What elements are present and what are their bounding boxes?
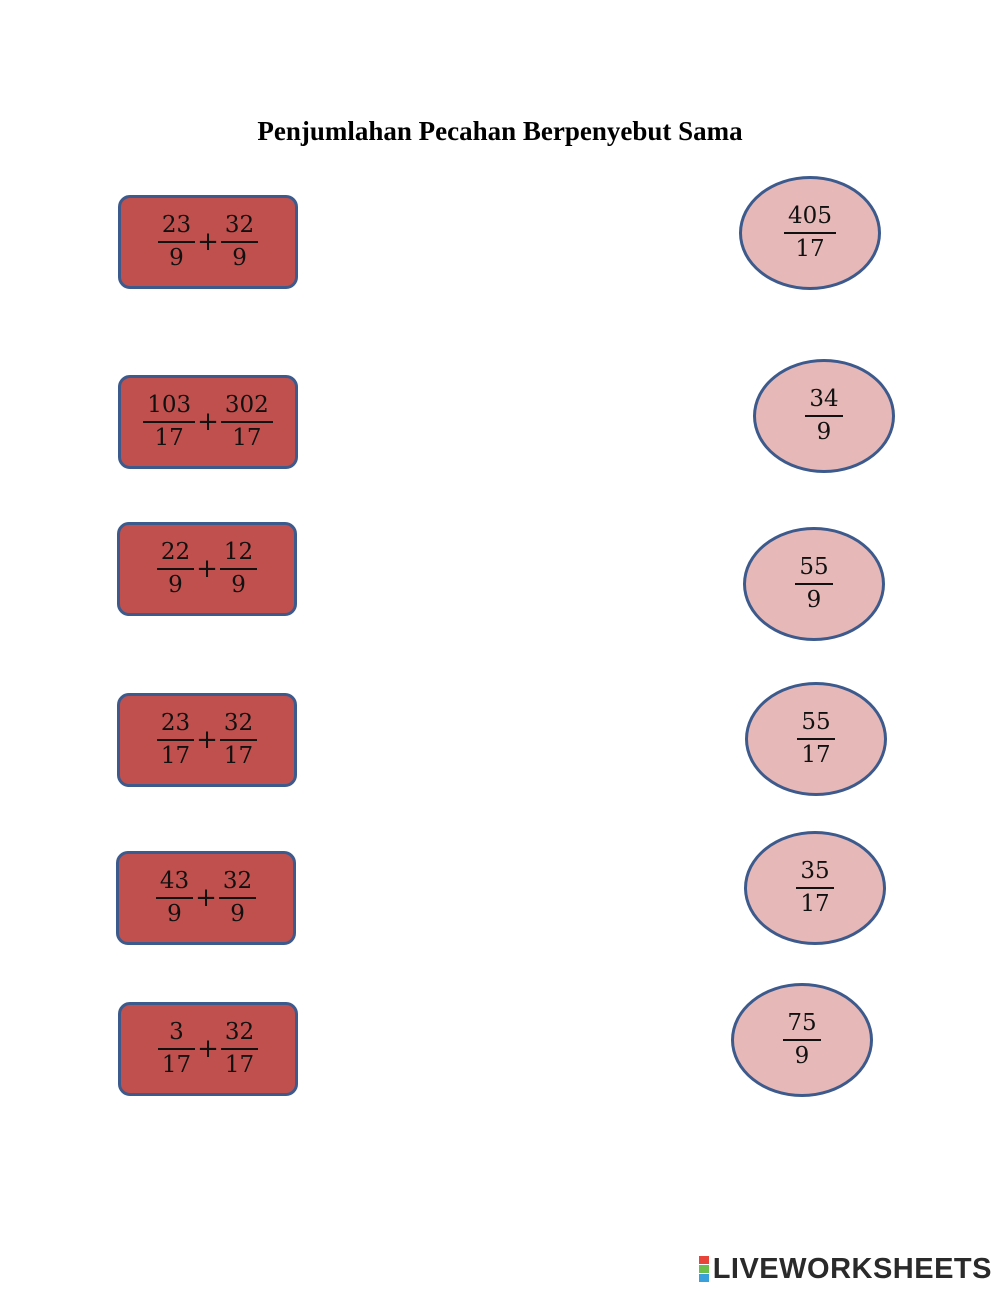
numerator: 32: [222, 868, 253, 894]
page-title: Penjumlahan Pecahan Berpenyebut Sama: [257, 116, 743, 146]
plus-sign: +: [195, 883, 217, 913]
denominator: 9: [156, 568, 195, 597]
liveworksheets-logo: LIVEWORKSHEETS: [698, 1252, 992, 1285]
denominator: 17: [143, 421, 196, 450]
numerator: 35: [800, 858, 830, 884]
plus-sign: +: [196, 554, 218, 584]
numerator: 32: [223, 710, 254, 736]
denominator: 9: [155, 897, 194, 926]
denominator: 17: [156, 739, 195, 768]
denominator: 9: [783, 1039, 821, 1068]
numerator: 55: [799, 554, 829, 580]
numerator: 32: [224, 212, 255, 238]
denominator: 17: [797, 738, 835, 767]
denominator: 17: [796, 887, 834, 916]
numerator: 23: [161, 212, 192, 238]
numerator: 12: [223, 539, 254, 565]
denominator: 17: [219, 739, 258, 768]
plus-sign: +: [196, 725, 218, 755]
numerator: 75: [787, 1010, 817, 1036]
denominator: 17: [157, 1048, 196, 1077]
numerator: 55: [801, 709, 831, 735]
numerator: 43: [159, 868, 190, 894]
denominator: 9: [157, 241, 196, 270]
numerator: 23: [160, 710, 191, 736]
denominator: 9: [219, 568, 258, 597]
denominator: 9: [220, 241, 259, 270]
numerator: 34: [809, 386, 839, 412]
denominator: 9: [795, 583, 833, 612]
liveworksheets-logo-icon: [698, 1256, 709, 1282]
denominator: 17: [784, 232, 836, 261]
plus-sign: +: [197, 227, 219, 257]
denominator: 17: [220, 1048, 259, 1077]
denominator: 9: [218, 897, 257, 926]
numerator: 103: [147, 392, 192, 418]
plus-sign: +: [197, 1034, 219, 1064]
numerator: 302: [224, 392, 269, 418]
logo-text: LIVEWORKSHEETS: [712, 1252, 992, 1285]
numerator: 22: [160, 539, 191, 565]
denominator: 17: [220, 421, 273, 450]
numerator: 32: [224, 1019, 255, 1045]
numerator: 405: [788, 203, 832, 229]
numerator: 3: [169, 1019, 184, 1045]
plus-sign: +: [197, 407, 219, 437]
denominator: 9: [805, 415, 843, 444]
